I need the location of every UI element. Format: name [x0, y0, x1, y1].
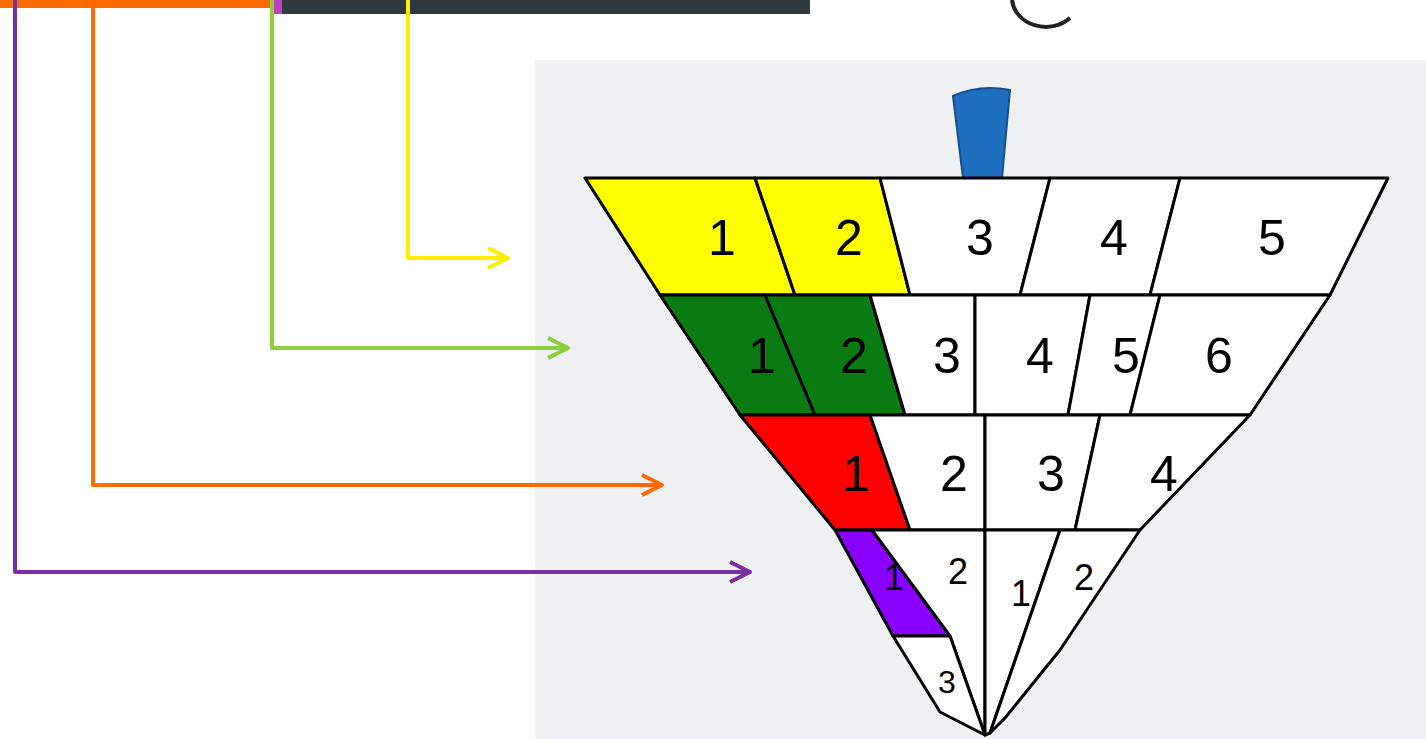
leader-line	[272, 0, 566, 348]
arrow-head	[548, 338, 568, 358]
cell-shape	[870, 295, 975, 415]
cell-shape	[1075, 415, 1250, 530]
numbered-cell: 2	[990, 530, 1140, 733]
cell-outline	[870, 295, 975, 415]
numbered-cell: 3	[870, 295, 975, 415]
arrow-head	[488, 248, 508, 268]
cell-shape	[870, 415, 985, 530]
arrow-head	[642, 475, 662, 495]
numbered-cell: 2	[870, 415, 985, 530]
top-bar	[282, 0, 810, 14]
cell-shape	[1130, 295, 1330, 415]
cell-outline	[990, 530, 1140, 733]
cell-outline	[1150, 178, 1388, 295]
cell-outline	[870, 415, 985, 530]
numbered-cell: 4	[1075, 415, 1250, 530]
cell-shape	[1150, 178, 1388, 295]
cell-outline	[1075, 415, 1250, 530]
top-stem	[953, 88, 1010, 178]
arrow-head	[730, 562, 750, 582]
numbered-cell: 3	[893, 636, 985, 735]
numbered-cell: 5	[1150, 178, 1388, 295]
cropped-symbol	[1012, 0, 1070, 27]
numbered-cell: 6	[1130, 295, 1330, 415]
photo-ground	[535, 60, 1426, 739]
top-bar	[0, 0, 272, 8]
leader-line	[15, 0, 748, 572]
cell-outline	[1130, 295, 1330, 415]
cell-outline	[893, 636, 985, 735]
cell-shape	[893, 636, 985, 735]
leader-line	[408, 0, 506, 258]
cell-shape	[872, 530, 985, 735]
leader-line	[93, 0, 660, 485]
cell-shape	[990, 530, 1140, 733]
